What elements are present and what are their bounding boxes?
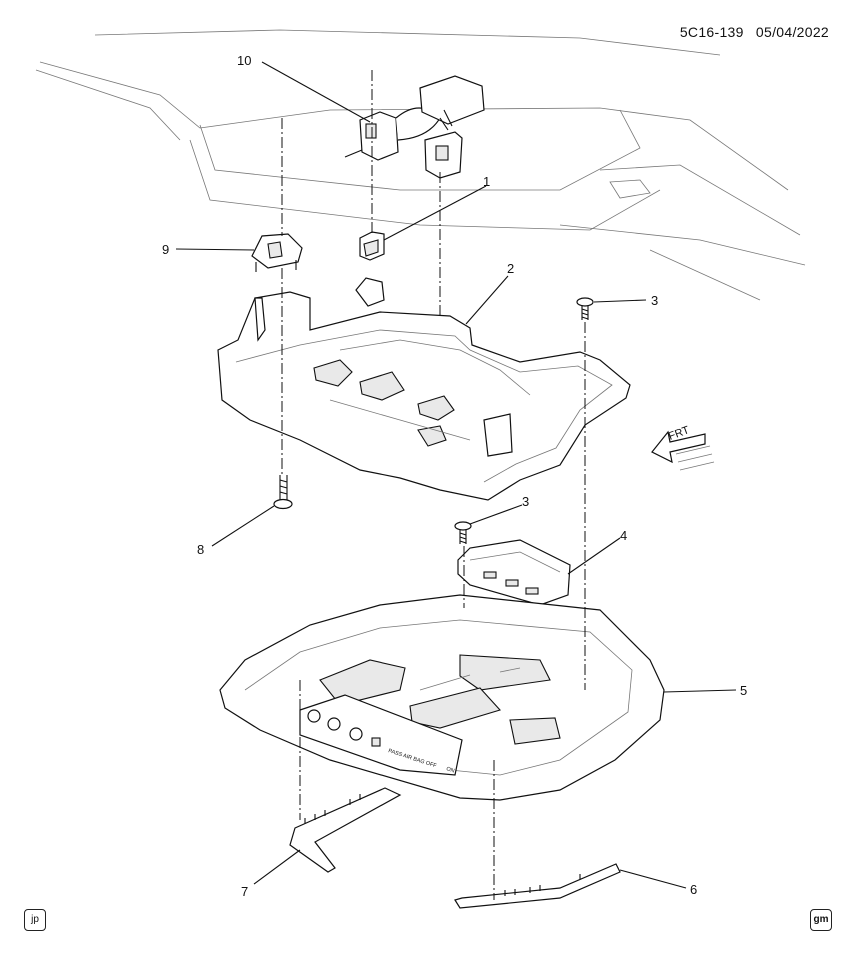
callout-9: 9 [162,242,170,257]
callout-6: 6 [690,882,698,897]
callout-1: 1 [483,174,491,189]
alignment-lines [281,70,586,900]
callout-4: 4 [620,528,628,543]
leader-lines [175,61,737,889]
callout-5: 5 [740,683,748,698]
airbag-indicator: ON [445,766,455,774]
front-direction-arrow [651,430,715,471]
callout-2: 2 [507,261,515,276]
control-module [457,539,571,606]
callout-10: 10 [237,53,252,68]
wiring-harness-connector [344,75,485,179]
jp-badge: jp [24,909,46,931]
drawing-header: 5C16-139 05/04/2022 [672,24,829,40]
drawing-date: 05/04/2022 [755,24,829,40]
headliner-outline [35,29,806,301]
gm-logo-badge: gm [810,909,832,931]
screw-lower [454,521,472,544]
callout-8: 8 [197,542,205,557]
screw-housing [273,475,293,510]
trim-strip-right [454,863,621,909]
mounting-bracket [359,231,385,261]
callout-3-lower: 3 [522,494,530,509]
trim-strip-left [289,787,402,873]
screw-upper [576,297,594,320]
callout-7: 7 [241,884,249,899]
retainer-clip [251,233,303,272]
overhead-console-panel [219,594,665,801]
console-housing [217,277,631,501]
drawing-id: 5C16-139 [679,24,744,40]
callout-3-upper: 3 [651,293,659,308]
